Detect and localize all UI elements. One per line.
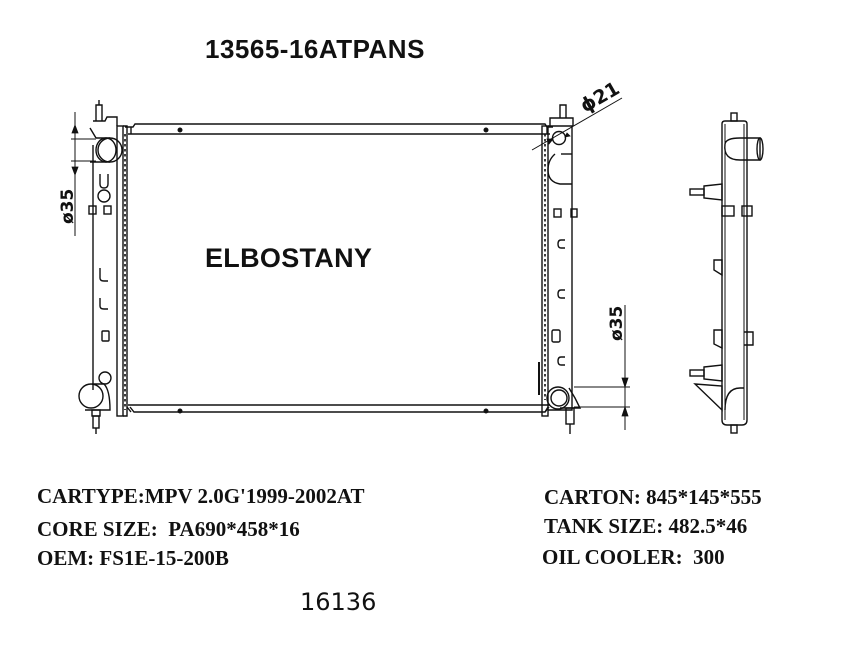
brand-label: ELBOSTANY (205, 243, 373, 273)
spec-oil-cooler: OIL COOLER: 300 (542, 545, 725, 569)
front-view (71, 97, 630, 434)
spec-cartype: CARTYPE:MPV 2.0G'1999-2002AT (37, 484, 365, 508)
catalog-number: 16136 (300, 588, 377, 616)
right-diameter-label: ø35 (607, 306, 627, 341)
filler-neck-diameter-label: ϕ21 (577, 77, 624, 117)
left-tank (71, 100, 128, 434)
side-view (689, 112, 764, 434)
left-diameter-label: ø35 (58, 189, 78, 224)
right-tank (531, 97, 630, 434)
spec-oem: OEM: FS1E-15-200B (37, 546, 229, 570)
spec-tank-size: TANK SIZE: 482.5*46 (544, 514, 748, 538)
part-number-title: 13565-16ATPANS (205, 34, 425, 64)
spec-core-size: CORE SIZE: PA690*458*16 (37, 517, 300, 541)
spec-carton: CARTON: 845*145*555 (544, 485, 762, 509)
